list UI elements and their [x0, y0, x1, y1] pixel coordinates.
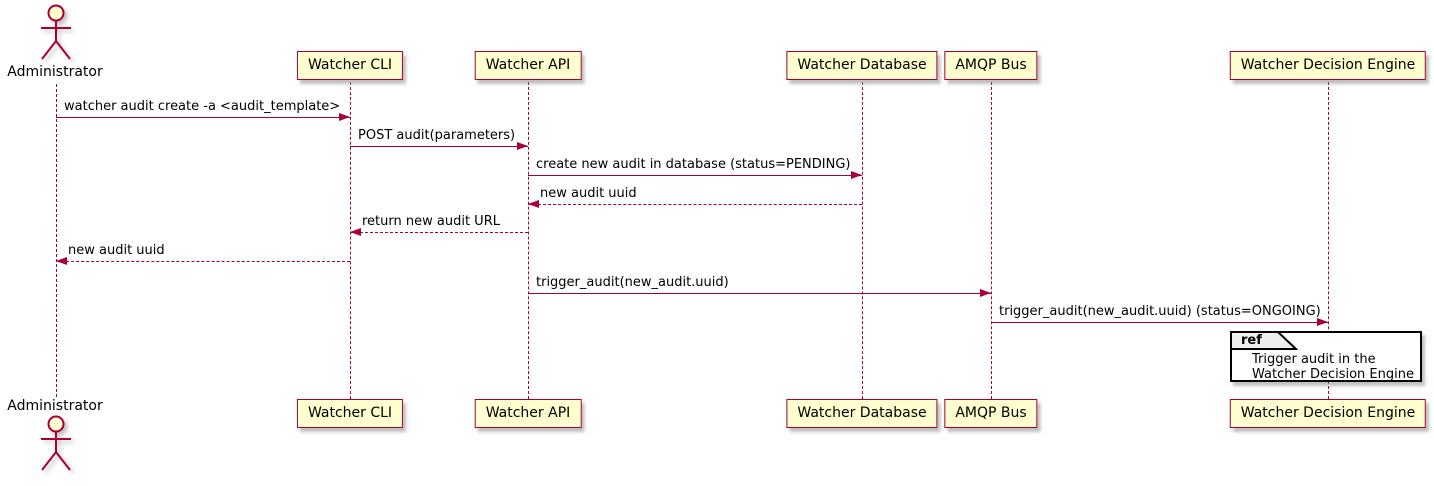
ref-text-line1: Trigger audit in the [1252, 352, 1376, 367]
lifeline-watcher-api [528, 82, 529, 399]
lifeline-amqp-bus [991, 82, 992, 399]
message-text: create new audit in database (status=PEN… [536, 157, 851, 172]
actor-icon [41, 415, 71, 471]
arrowhead-icon [1317, 318, 1328, 326]
ref-fragment: ref Trigger audit in the Watcher Decisio… [1230, 331, 1422, 382]
participant-watcher-database-bottom: Watcher Database [786, 399, 938, 428]
ref-keyword: ref [1241, 333, 1262, 348]
ref-text: Trigger audit in the Watcher Decision En… [1252, 352, 1414, 382]
message-text: trigger_audit(new_audit.uuid) [536, 275, 729, 290]
message-line [56, 117, 350, 118]
message-line [350, 232, 528, 233]
message-text: watcher audit create -a <audit_template> [64, 99, 341, 114]
arrowhead-icon [350, 228, 361, 236]
message-line [991, 322, 1328, 323]
arrowhead-icon [339, 113, 350, 121]
lifeline-watcher-decision-engine [1328, 82, 1329, 399]
participant-watcher-decision-engine-bottom: Watcher Decision Engine [1229, 399, 1427, 428]
participant-watcher-api-bottom: Watcher API [474, 399, 582, 428]
participant-watcher-api-top: Watcher API [474, 51, 582, 80]
actor-label-bottom: Administrator [7, 398, 103, 414]
participant-amqp-bus-bottom: AMQP Bus [944, 399, 1038, 428]
message-text: POST audit(parameters) [358, 128, 516, 143]
message-text: return new audit URL [362, 214, 500, 229]
arrowhead-icon [56, 257, 67, 265]
arrowhead-icon [528, 200, 539, 208]
message-text: new audit uuid [540, 186, 637, 201]
message-text: new audit uuid [68, 243, 165, 258]
actor-icon [41, 4, 71, 60]
arrowhead-icon [851, 171, 862, 179]
participant-watcher-decision-engine-top: Watcher Decision Engine [1229, 51, 1427, 80]
arrowhead-icon [980, 289, 991, 297]
lifeline-watcher-database [862, 82, 863, 399]
message-line [528, 175, 862, 176]
participant-watcher-database-top: Watcher Database [786, 51, 938, 80]
actor-label-top: Administrator [7, 64, 103, 80]
lifeline-administrator [56, 84, 57, 397]
participant-watcher-cli-top: Watcher CLI [296, 51, 404, 80]
message-text: trigger_audit(new_audit.uuid) (status=ON… [999, 304, 1321, 319]
lifeline-watcher-cli [350, 82, 351, 399]
participant-watcher-cli-bottom: Watcher CLI [296, 399, 404, 428]
ref-tab-shape [1230, 331, 1298, 350]
message-line [528, 293, 991, 294]
message-line [350, 146, 528, 147]
message-line [528, 204, 862, 205]
message-line [56, 261, 350, 262]
arrowhead-icon [517, 142, 528, 150]
ref-text-line2: Watcher Decision Engine [1252, 367, 1414, 382]
participant-amqp-bus-top: AMQP Bus [944, 51, 1038, 80]
